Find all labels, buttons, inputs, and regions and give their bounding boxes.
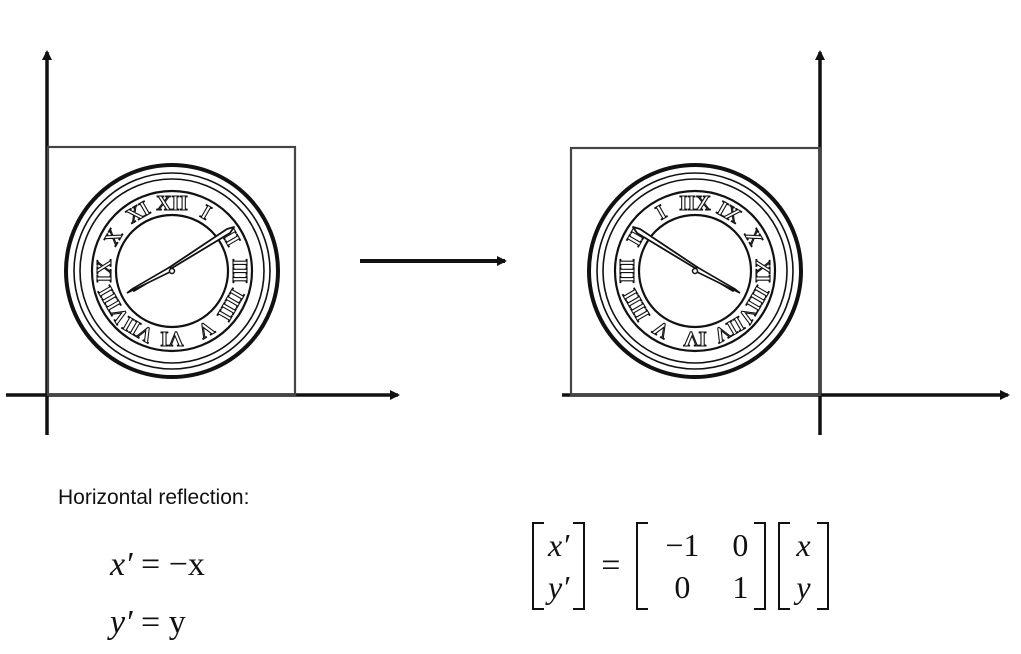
equation-x-lhs: x′ [110, 546, 133, 583]
reflection-figure: XIIIIIIIIIIIIVVIVIIVIIIIXXXI [6, 50, 1010, 435]
equation-y-rhs: = y [141, 604, 186, 641]
equation-x: x′ = −x [110, 548, 205, 582]
equation-y-lhs: y′ [110, 604, 133, 641]
equation-x-rhs: = −x [141, 546, 205, 583]
input-y: y [796, 569, 811, 605]
image-frame-left [46, 145, 297, 397]
clock-icon-original [64, 163, 280, 379]
input-x: x [796, 527, 811, 563]
result-vector: x′ y′ [544, 526, 573, 606]
matrix-a22: 1 [732, 569, 749, 605]
equation-y: y′ = y [110, 606, 186, 640]
image-frame-right [569, 146, 822, 397]
matrix-col-1: −1 0 [648, 526, 718, 606]
equals-sign: = [601, 547, 621, 584]
matrix-equation: x′ y′ = −1 0 0 1 x y [532, 522, 829, 610]
input-bracket-left [778, 522, 791, 610]
result-bracket-right [573, 522, 586, 610]
input-bracket-right [816, 522, 829, 610]
matrix-bracket-left [636, 522, 649, 610]
caption: Horizontal reflection: [58, 486, 250, 509]
reflected-panel [562, 50, 1010, 435]
matrix-a11: −1 [665, 527, 700, 563]
matrix-bracket-right [754, 522, 767, 610]
clock-icon-reflected [587, 163, 803, 379]
result-y: y′ [548, 569, 570, 605]
result-x: x′ [548, 527, 570, 563]
input-vector: x y [790, 526, 816, 606]
matrix-col-2: 0 1 [718, 526, 754, 606]
original-panel [6, 50, 400, 435]
matrix-a21: 0 [674, 569, 691, 605]
result-bracket-left [532, 522, 544, 610]
matrix-a12: 0 [732, 527, 749, 563]
